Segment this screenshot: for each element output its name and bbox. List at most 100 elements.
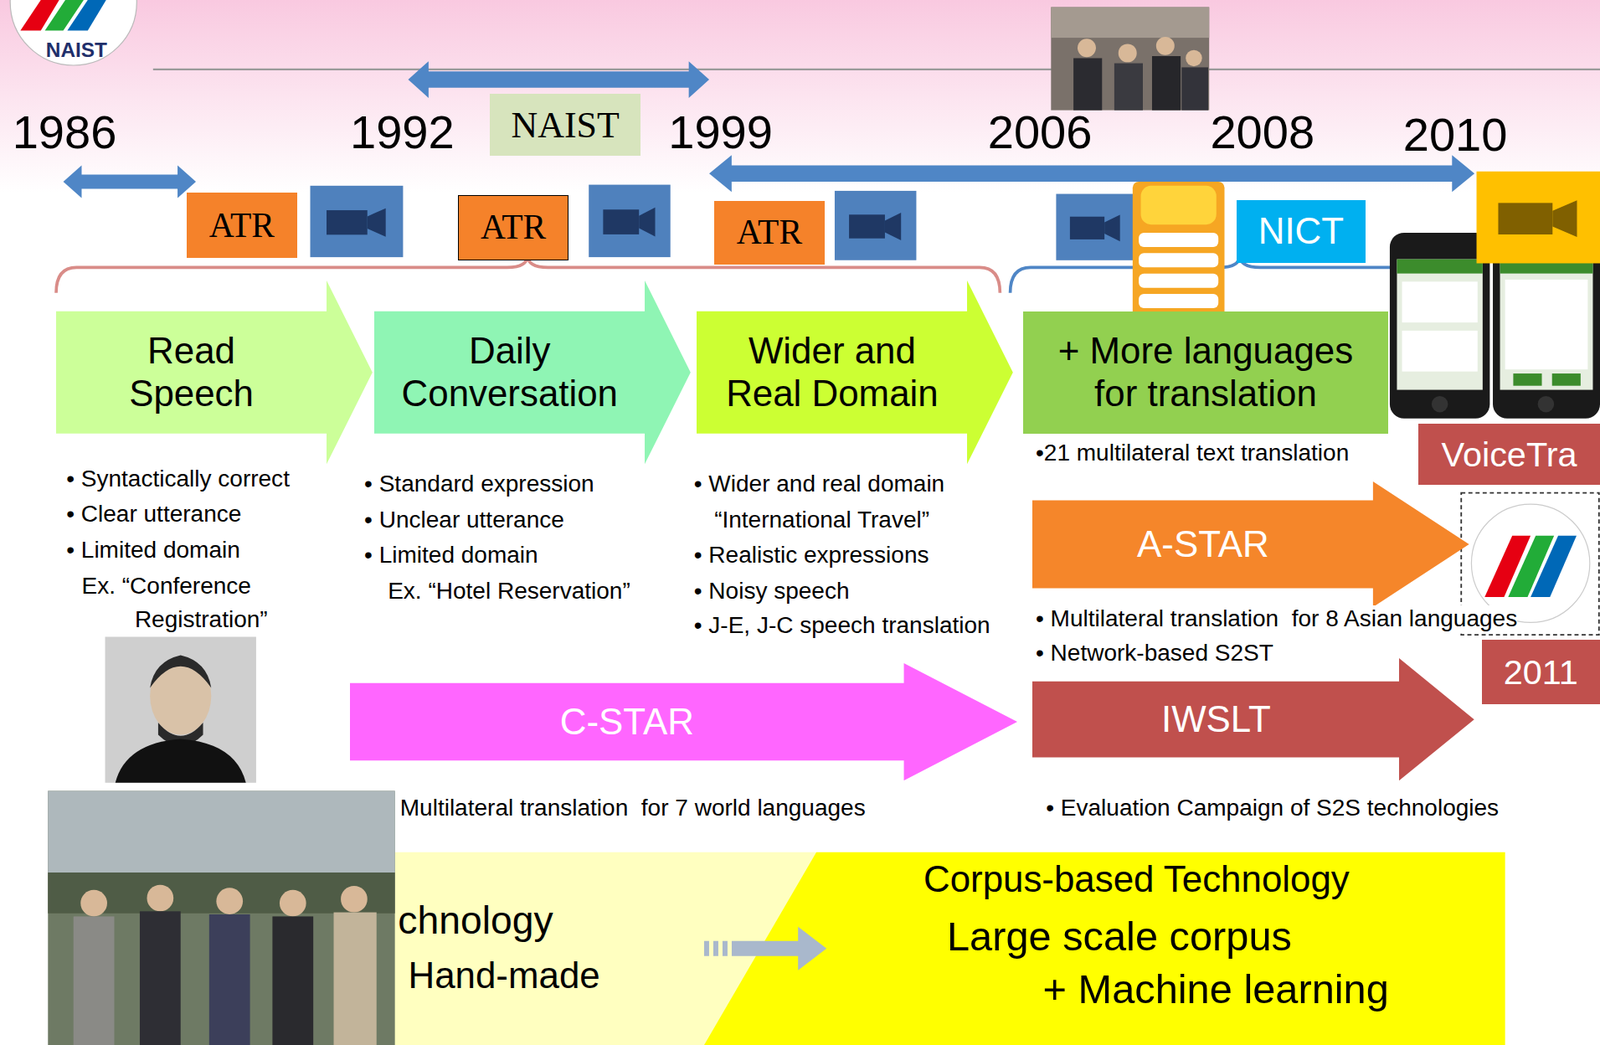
technology-band: Corpus-based TechnologyLarge scale corpu… <box>826 852 1505 1045</box>
video-icon <box>834 190 916 261</box>
box-text: Large scale corpus <box>946 912 1292 960</box>
note-text: Ex. “Conference <box>82 572 252 600</box>
phase-arrow-outline <box>56 280 373 464</box>
timeline-arrow <box>709 154 1475 192</box>
video-icon <box>1476 171 1600 264</box>
group-photo <box>80 890 108 917</box>
app-screenshot <box>1132 181 1225 322</box>
year-label: 2010 <box>1403 108 1508 162</box>
note-text: • Evaluation Campaign of S2S technologie… <box>1045 794 1499 822</box>
note-text: Registration” <box>134 606 268 633</box>
lab-box: ATR <box>186 192 298 258</box>
timeline-arrow <box>408 61 710 98</box>
video-icon <box>602 209 639 235</box>
video-icon <box>1055 194 1135 261</box>
event-photo <box>1050 7 1210 39</box>
box-text: IWSLT <box>1161 698 1271 741</box>
phone <box>1512 373 1542 386</box>
year-label: 1986 <box>12 105 118 160</box>
note-text: • Limited domain <box>364 541 539 569</box>
note-text: • Standard expression <box>364 470 595 498</box>
box-text: + More languages for translation <box>1037 329 1374 415</box>
technology-band: chnologyHand-made <box>397 852 705 1045</box>
event-photo <box>1156 36 1175 56</box>
video-icon <box>367 208 386 237</box>
phone <box>1552 373 1581 386</box>
year-label: 1999 <box>668 105 773 160</box>
app-screenshot <box>1141 185 1217 225</box>
note-text: • J-E, J-C speech translation <box>694 612 991 639</box>
group-photo <box>47 791 395 874</box>
group-photo <box>147 884 175 912</box>
phase-box: + More languages for translation <box>1023 311 1388 434</box>
box-text: NAIST <box>511 103 620 146</box>
phone <box>1538 396 1555 413</box>
lab-box: ATR <box>457 195 569 261</box>
phase-arrow: Daily Conversation <box>374 280 691 464</box>
box-text: C-STAR <box>560 700 695 743</box>
phone <box>1396 259 1482 274</box>
video-icon <box>1497 202 1553 235</box>
lab-box: ATR <box>714 200 825 265</box>
box-text: Wider and Real Domain <box>715 329 950 415</box>
arrow-shaft <box>704 941 800 957</box>
note-text: “International Travel” <box>714 506 930 534</box>
app-screenshot <box>1138 293 1219 309</box>
phone <box>1505 279 1589 370</box>
year-box: 2011 <box>1481 639 1600 705</box>
project-arrow: C-STAR <box>349 663 1018 781</box>
box-text: Daily Conversation <box>381 329 638 415</box>
institute-logo <box>1530 535 1577 597</box>
video-icon <box>1552 200 1577 237</box>
box-text: 2011 <box>1503 652 1579 693</box>
box-text: A-STAR <box>1136 523 1270 566</box>
group-photo <box>73 915 115 1045</box>
group-photo <box>216 887 243 915</box>
video-icon <box>638 207 655 237</box>
group-photo <box>47 791 395 1045</box>
video-icon <box>1104 214 1121 242</box>
group-photo <box>340 885 368 913</box>
box-text: Read Speech <box>99 329 283 415</box>
timeline-arrow <box>63 164 196 198</box>
naist-logo <box>10 0 137 66</box>
note-text: Multilateral translation for 7 world lan… <box>400 794 866 822</box>
note-text: • Limited domain <box>66 536 241 564</box>
video-icon <box>588 185 670 258</box>
corpus-band <box>377 852 1506 1045</box>
note-text: • Multilateral translation for 8 Asian l… <box>1035 605 1518 633</box>
note-text: • Syntactically correct <box>66 465 290 493</box>
project-arrow-outline <box>1032 658 1475 781</box>
note-text: • Realistic expressions <box>694 541 930 569</box>
phone <box>1389 232 1490 419</box>
video-icon <box>588 185 670 258</box>
project-arrow-outline <box>349 663 1018 781</box>
phone <box>1396 259 1482 391</box>
event-photo <box>1118 43 1137 62</box>
institute-box: NAIST <box>489 93 641 156</box>
phone <box>1431 396 1449 413</box>
note-text: • Noisy speech <box>694 577 850 605</box>
year-label: 2006 <box>987 105 1093 160</box>
group-photo <box>279 890 307 917</box>
project-arrow: A-STAR <box>1032 481 1470 608</box>
portrait-photo <box>115 738 247 782</box>
portrait-photo <box>105 637 257 783</box>
video-icon <box>1070 216 1105 240</box>
group-photo <box>139 910 181 1045</box>
box-text: ATR <box>736 212 803 253</box>
phone <box>1500 259 1594 391</box>
video-icon <box>326 210 368 235</box>
group-photo <box>334 912 377 1045</box>
event-photo <box>1114 63 1143 111</box>
note-text: Ex. “Hotel Reservation” <box>387 577 631 605</box>
group-photo <box>209 914 251 1045</box>
app-screenshot <box>1138 273 1219 289</box>
title-rule <box>153 68 1600 70</box>
event-photo <box>1050 7 1210 111</box>
phase-arrow: Read Speech <box>56 280 373 464</box>
event-photo <box>1073 57 1102 110</box>
arrow-head <box>797 926 827 971</box>
phone <box>1402 330 1478 372</box>
phase-arrow-outline <box>696 280 1014 464</box>
